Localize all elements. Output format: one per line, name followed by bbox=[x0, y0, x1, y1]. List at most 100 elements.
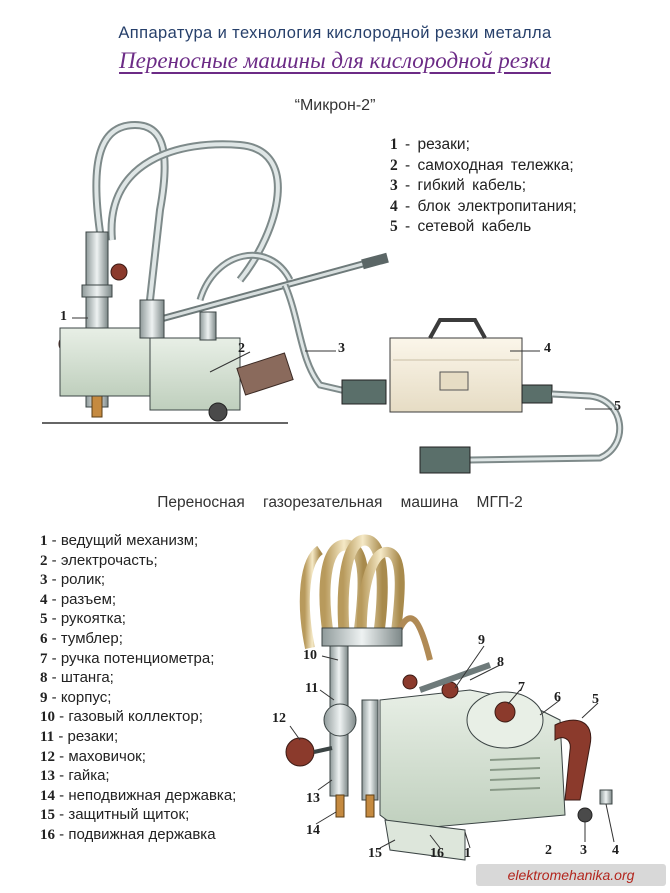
legend-item: 6 - тумблер; bbox=[40, 630, 236, 650]
machine2-title: Переносная газорезательная машина МГП-2 bbox=[157, 494, 523, 511]
callout-7: 7 bbox=[518, 680, 525, 695]
legend-text: - неподвижная державка; bbox=[55, 786, 237, 804]
callout-2: 2 bbox=[238, 341, 245, 356]
torch-tip bbox=[91, 394, 103, 418]
legend-item: 5 - рукоятка; bbox=[40, 610, 236, 630]
legend-num: 11 bbox=[40, 728, 55, 745]
callout-10: 10 bbox=[303, 648, 317, 663]
legend-item: 8 - штанга; bbox=[40, 669, 236, 689]
legend-item: 1 - резаки; bbox=[390, 136, 577, 157]
page-subtitle-text: Переносные машины для кислородной резки bbox=[119, 48, 551, 73]
callout-4: 4 bbox=[544, 341, 551, 356]
legend-text: - подвижная державка bbox=[55, 825, 216, 843]
legend-item: 16 - подвижная державка bbox=[40, 826, 236, 846]
legend-text: - ролик; bbox=[47, 571, 106, 589]
flexible-cable bbox=[281, 283, 351, 396]
page-title: Аппаратура и технология кислородной резк… bbox=[118, 24, 552, 42]
callout-6: 6 bbox=[554, 690, 561, 705]
legend-text: - штанга; bbox=[47, 669, 114, 687]
callout-15: 15 bbox=[368, 846, 382, 861]
legend-item: 2 - самоходная тележка; bbox=[390, 157, 577, 178]
callout-5b: 5 bbox=[592, 692, 599, 707]
protective-shield bbox=[384, 819, 466, 861]
legend-num: 3 bbox=[40, 572, 48, 589]
legend-text: - газовый коллектор; bbox=[55, 708, 203, 726]
legend-item: 5 - сетевой кабель bbox=[390, 218, 577, 239]
legend-text: - ручка потенциометра; bbox=[47, 649, 215, 667]
legend-text: - резаки; bbox=[397, 136, 470, 153]
mains-plug bbox=[419, 446, 471, 474]
connector bbox=[599, 789, 613, 805]
legend-item: 10 - газовый коллектор; bbox=[40, 708, 236, 728]
callout-1b: 1 bbox=[464, 846, 471, 861]
callout-2b: 2 bbox=[545, 843, 552, 858]
torch-right bbox=[361, 699, 379, 801]
legend-item: 11 - резаки; bbox=[40, 728, 236, 748]
machine1-title: “Микрон-2” bbox=[294, 97, 376, 114]
legend-num: 15 bbox=[40, 807, 55, 824]
legend-num: 8 bbox=[40, 670, 48, 687]
callout-11: 11 bbox=[305, 681, 319, 696]
callout-12: 12 bbox=[272, 711, 286, 726]
cable-connector bbox=[341, 379, 387, 405]
roller bbox=[577, 807, 593, 823]
carry-handle bbox=[554, 719, 592, 801]
mikron2-drawing bbox=[42, 120, 624, 474]
machine2-legend: 1 - ведущий механизм; 2 - электрочасть; … bbox=[40, 532, 236, 846]
potentiometer-knob bbox=[494, 701, 516, 723]
callout-5: 5 bbox=[614, 399, 621, 414]
legend-num: 9 bbox=[40, 689, 48, 706]
watermark: elektromehanika.org bbox=[476, 864, 666, 886]
gas-hose-2 bbox=[337, 534, 388, 646]
callout-3: 3 bbox=[338, 341, 345, 356]
legend-item: 9 - корпус; bbox=[40, 689, 236, 709]
legend-num: 5 bbox=[40, 611, 48, 628]
legend-text: - резаки; bbox=[54, 727, 119, 745]
legend-text: - сетевой кабель bbox=[397, 218, 532, 235]
legend-item: 7 - ручка потенциометра; bbox=[40, 650, 236, 670]
legend-num: 16 bbox=[40, 826, 55, 843]
legend-item: 15 - защитный щиток; bbox=[40, 806, 236, 826]
legend-text: - разъем; bbox=[47, 590, 117, 608]
legend-num: 10 bbox=[40, 709, 55, 726]
callout-13: 13 bbox=[306, 791, 320, 806]
callout-16: 16 bbox=[430, 846, 444, 861]
legend-num: 13 bbox=[40, 768, 55, 785]
machine1-legend: 1 - резаки; 2 - самоходная тележка; 3 - … bbox=[390, 136, 577, 239]
legend-text: - защитный щиток; bbox=[55, 806, 190, 824]
torch-holder bbox=[59, 327, 151, 397]
legend-num: 2 bbox=[40, 552, 48, 569]
legend-num: 14 bbox=[40, 787, 55, 804]
legend-item: 14 - неподвижная державка; bbox=[40, 787, 236, 807]
legend-text: - электрочасть; bbox=[47, 551, 158, 569]
carriage-wheel bbox=[208, 402, 228, 422]
callout-3b: 3 bbox=[580, 843, 587, 858]
handwheel bbox=[285, 737, 315, 767]
guide-rod bbox=[418, 662, 492, 693]
legend-text: - гибкий кабель; bbox=[397, 177, 527, 194]
legend-text: - самоходная тележка; bbox=[397, 156, 574, 174]
legend-num: 12 bbox=[40, 748, 55, 765]
legend-num: 1 bbox=[390, 136, 398, 153]
legend-text: - блок электропитания; bbox=[397, 197, 577, 215]
callout-1: 1 bbox=[60, 309, 67, 324]
legend-num: 2 bbox=[390, 156, 398, 174]
legend-item: 1 - ведущий механизм; bbox=[40, 532, 236, 552]
gas-collector bbox=[321, 627, 403, 647]
legend-item: 3 - ролик; bbox=[40, 571, 236, 591]
legend-text: - маховичок; bbox=[55, 747, 146, 765]
legend-text: - гайка; bbox=[55, 767, 110, 785]
legend-num: 7 bbox=[40, 650, 48, 667]
callout-9: 9 bbox=[478, 633, 485, 648]
legend-item: 13 - гайка; bbox=[40, 767, 236, 787]
mgp2-drawing bbox=[285, 534, 615, 861]
page-subtitle: Переносные машины для кислородной резки bbox=[0, 48, 670, 74]
legend-item: 2 - электрочасть; bbox=[40, 552, 236, 572]
legend-num: 3 bbox=[390, 177, 398, 194]
legend-num: 5 bbox=[390, 218, 398, 235]
legend-item: 4 - блок электропитания; bbox=[390, 198, 577, 219]
callout-4b: 4 bbox=[612, 843, 619, 858]
legend-text: - ведущий механизм; bbox=[47, 532, 199, 549]
legend-item: 12 - маховичок; bbox=[40, 748, 236, 768]
